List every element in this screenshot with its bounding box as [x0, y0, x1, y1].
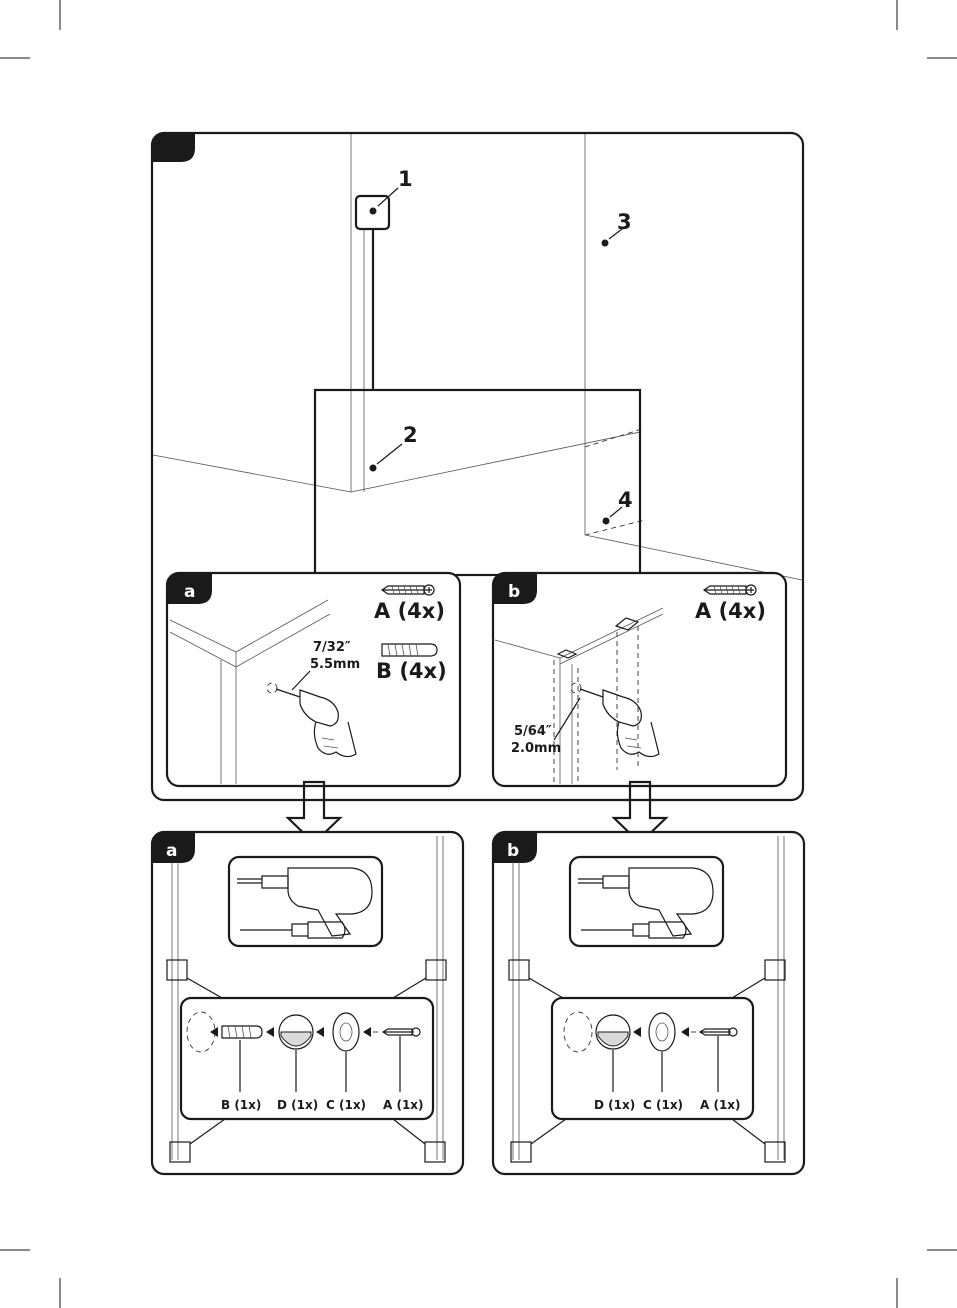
detail-a-drill-mm: 5.5mm: [310, 657, 360, 672]
detail-a-screw-label: A (4x): [374, 599, 445, 623]
detail-a-panel: a A (4x) B (4x) 7/32″ 5.5mm: [167, 573, 460, 786]
detail-a-drill-in: 7/32″: [313, 640, 351, 655]
assembly-a-part-b: B (1x): [221, 1098, 261, 1112]
detail-b-drill-in: 5/64″: [514, 724, 552, 739]
assembly-b-tab-label: b: [507, 841, 519, 861]
assembly-b-part-a: A (1x): [700, 1098, 741, 1112]
assembly-a-part-d: D (1x): [277, 1098, 318, 1112]
detail-b-drill-mm: 2.0mm: [511, 741, 561, 756]
panel-corner-tab: [152, 133, 195, 162]
screw-icon: [382, 585, 434, 595]
point-1-label: 1: [398, 167, 413, 191]
assembly-b-part-d: D (1x): [594, 1098, 635, 1112]
screw-icon: [704, 585, 756, 595]
point-4-label: 4: [618, 488, 633, 512]
assembly-a-part-c: C (1x): [326, 1098, 366, 1112]
detail-a-plug-label: B (4x): [376, 659, 447, 683]
assembly-a-tab-label: a: [166, 841, 177, 861]
assembly-b-panel: b: [493, 832, 804, 1174]
detail-b-panel: b A (4x) 5/64″ 2.0mm: [493, 573, 786, 786]
detail-b-screw-label: A (4x): [695, 599, 766, 623]
point-2-label: 2: [403, 423, 418, 447]
detail-b-tab-label: b: [508, 582, 520, 602]
assembly-a-panel: a: [152, 832, 463, 1174]
assembly-a-part-a: A (1x): [383, 1098, 424, 1112]
assembly-b-part-c: C (1x): [643, 1098, 683, 1112]
detail-a-tab-label: a: [184, 582, 195, 602]
point-3-label: 3: [617, 210, 632, 234]
